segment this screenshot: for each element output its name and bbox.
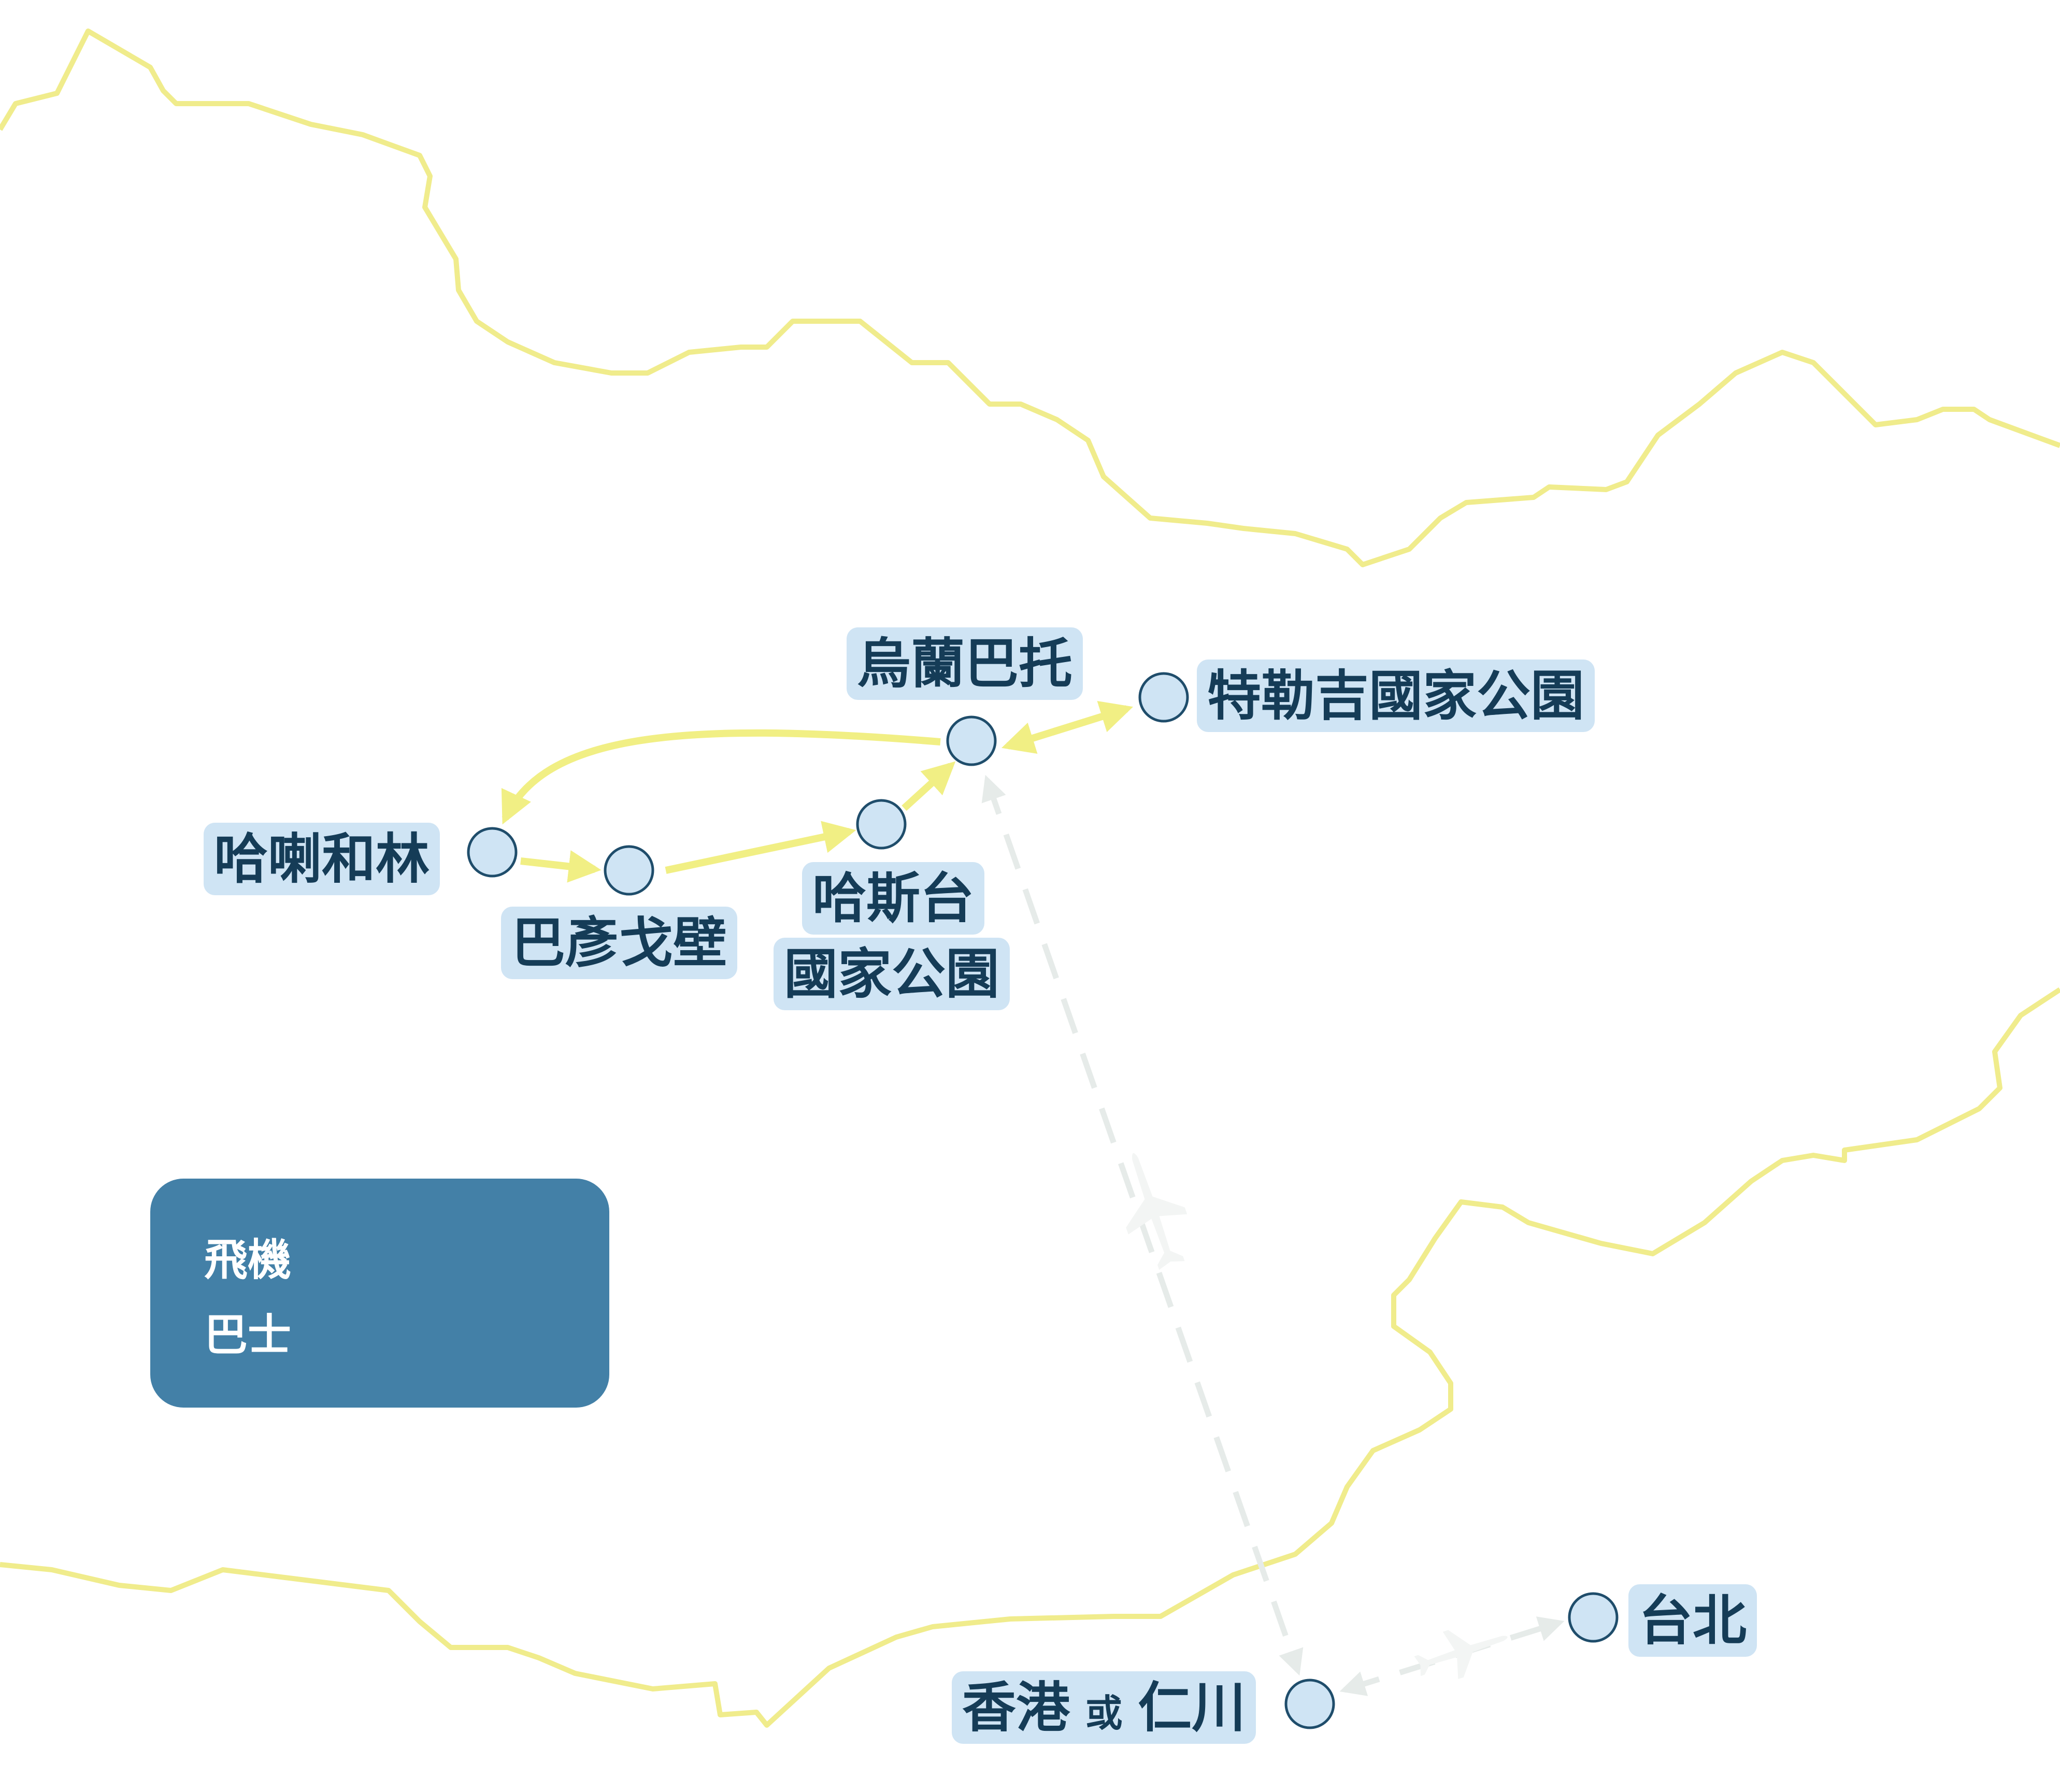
airplane-icon (1126, 1153, 1188, 1270)
node-terelj[interactable] (1138, 672, 1189, 723)
node-ulaanbaatar[interactable] (946, 715, 997, 766)
airplane-icon (1414, 1630, 1508, 1680)
mongolia-south-border (0, 987, 2060, 1728)
bus-route-bayangobi-hustai (665, 821, 856, 874)
label-hongkong: 香港 (962, 1676, 1070, 1739)
node-hustai[interactable] (856, 799, 907, 850)
label-hub: 香港 或 仁川 (952, 1671, 1256, 1744)
bus-route-ulaanbaatar-terelj (1001, 700, 1134, 754)
node-taipei[interactable] (1568, 1592, 1619, 1643)
node-hub-hongkong-incheon[interactable] (1284, 1679, 1335, 1729)
label-hustai-line1: 哈斯台 (802, 862, 985, 935)
label-hustai-line2: 國家公園 (774, 938, 1010, 1011)
label-kharkhorin: 哈喇和林 (204, 823, 440, 896)
label-ulaanbaatar: 烏蘭巴托 (847, 627, 1083, 700)
legend-box: 飛機 巴士 (150, 1179, 609, 1408)
label-or: 或 (1085, 1691, 1123, 1735)
bus-route-ulaanbaatar-kharkhorin (501, 729, 941, 825)
label-terelj: 特勒吉國家公園 (1197, 660, 1595, 733)
bus-route-hustai-ulaanbaatar (902, 761, 956, 811)
node-bayangobi[interactable] (604, 845, 654, 896)
legend-bus-label: 巴士 (204, 1310, 292, 1360)
mongolia-north-border (0, 28, 2060, 567)
legend-plane-label: 飛機 (204, 1235, 292, 1285)
label-taipei: 台北 (1628, 1584, 1757, 1657)
bus-route-kharkhorin-bayangobi (520, 850, 602, 883)
node-kharkhorin[interactable] (467, 827, 518, 878)
flight-route-hub-taipei (1339, 1616, 1565, 1696)
label-incheon: 仁川 (1138, 1676, 1246, 1739)
label-bayangobi: 巴彥戈壁 (501, 907, 738, 980)
flight-route-ulaanbaatar-hub (981, 775, 1304, 1676)
